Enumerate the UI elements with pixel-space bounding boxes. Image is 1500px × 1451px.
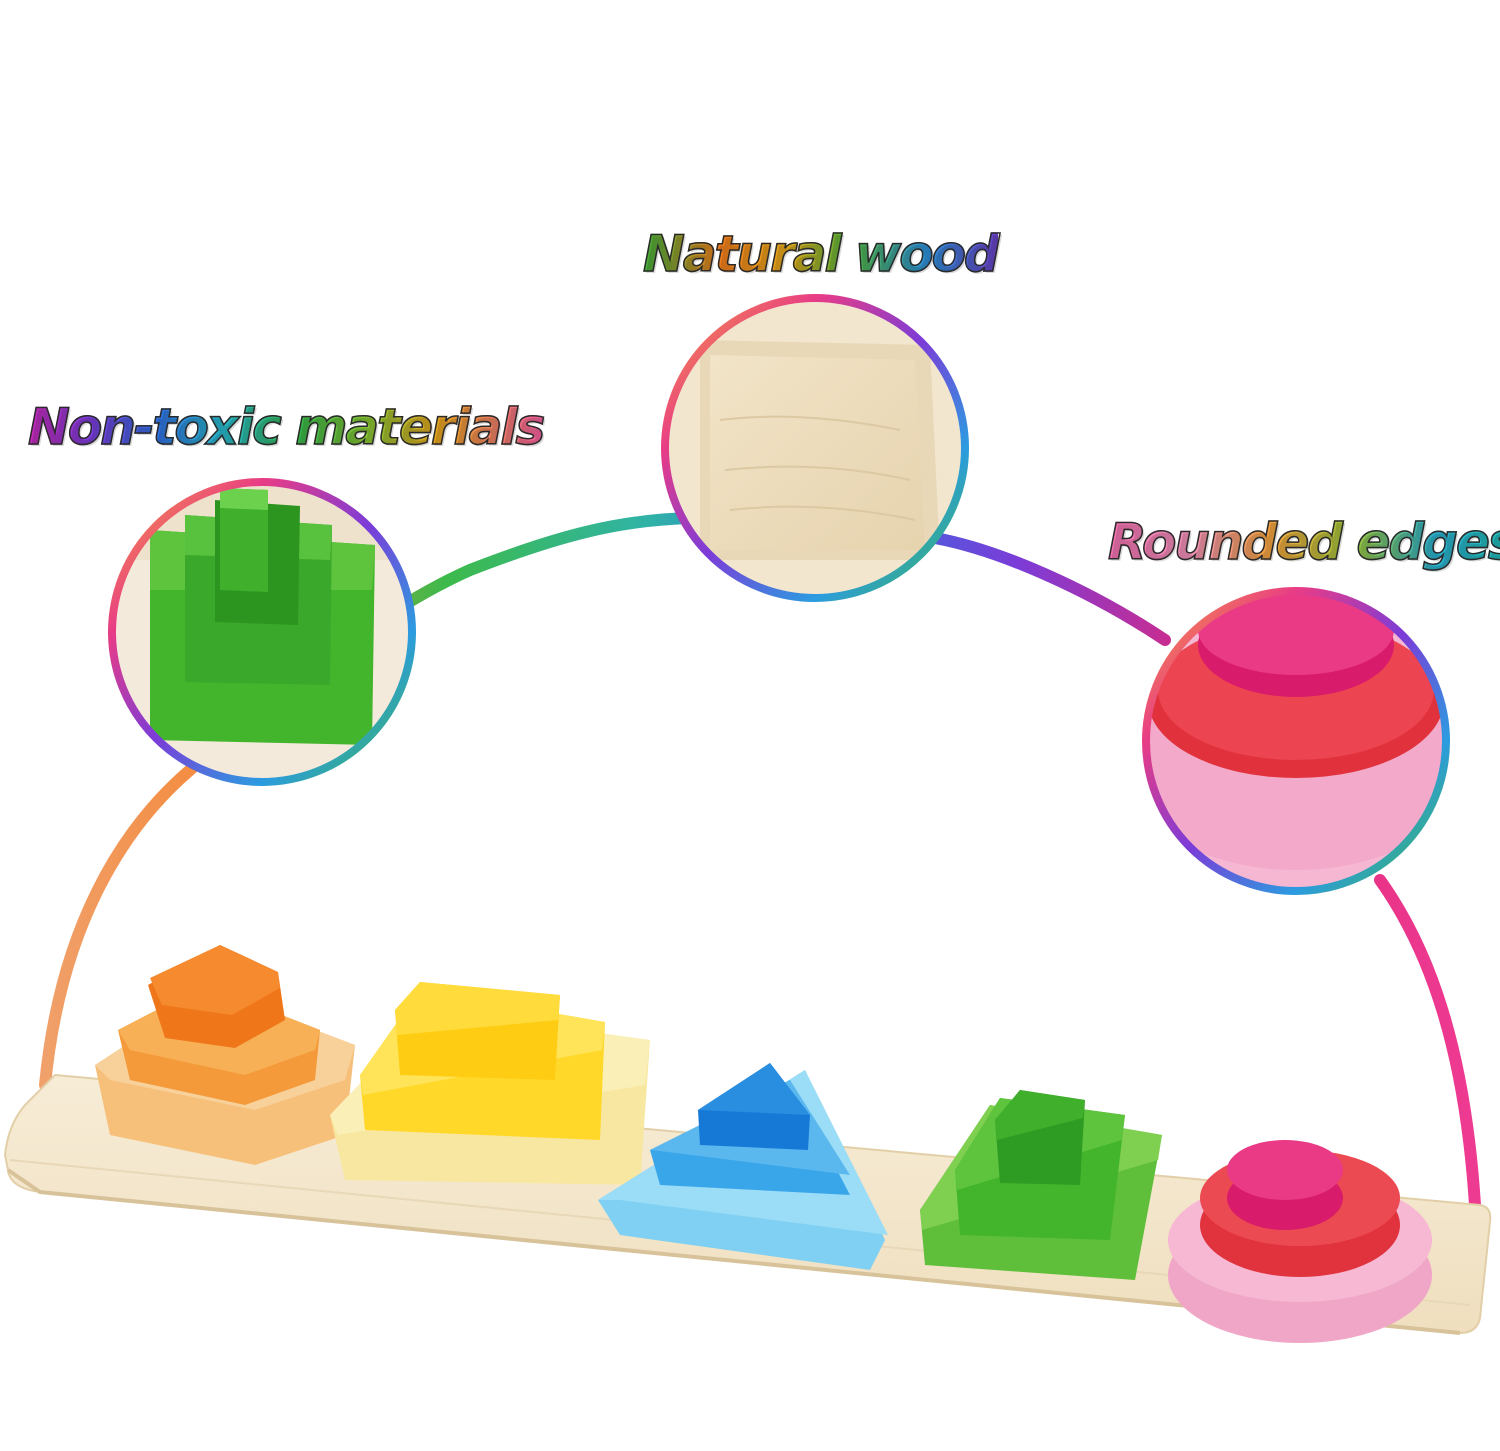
- label-rounded-edges: Rounded edges: [1107, 512, 1500, 572]
- zoom-circle-wood: [661, 294, 969, 602]
- zoom-circle-edges: [1142, 587, 1450, 895]
- rectangle-stack: [920, 1090, 1162, 1280]
- pentagon-stack: [95, 945, 355, 1165]
- square-stack: [330, 982, 650, 1185]
- zoom-circle-nontoxic: [108, 478, 416, 786]
- label-nontoxic-materials: Non-toxic materials: [27, 397, 546, 457]
- triangle-stack: [598, 1063, 888, 1270]
- circle-stack: [1168, 1140, 1432, 1343]
- label-natural-wood: Natural wood: [642, 224, 1000, 284]
